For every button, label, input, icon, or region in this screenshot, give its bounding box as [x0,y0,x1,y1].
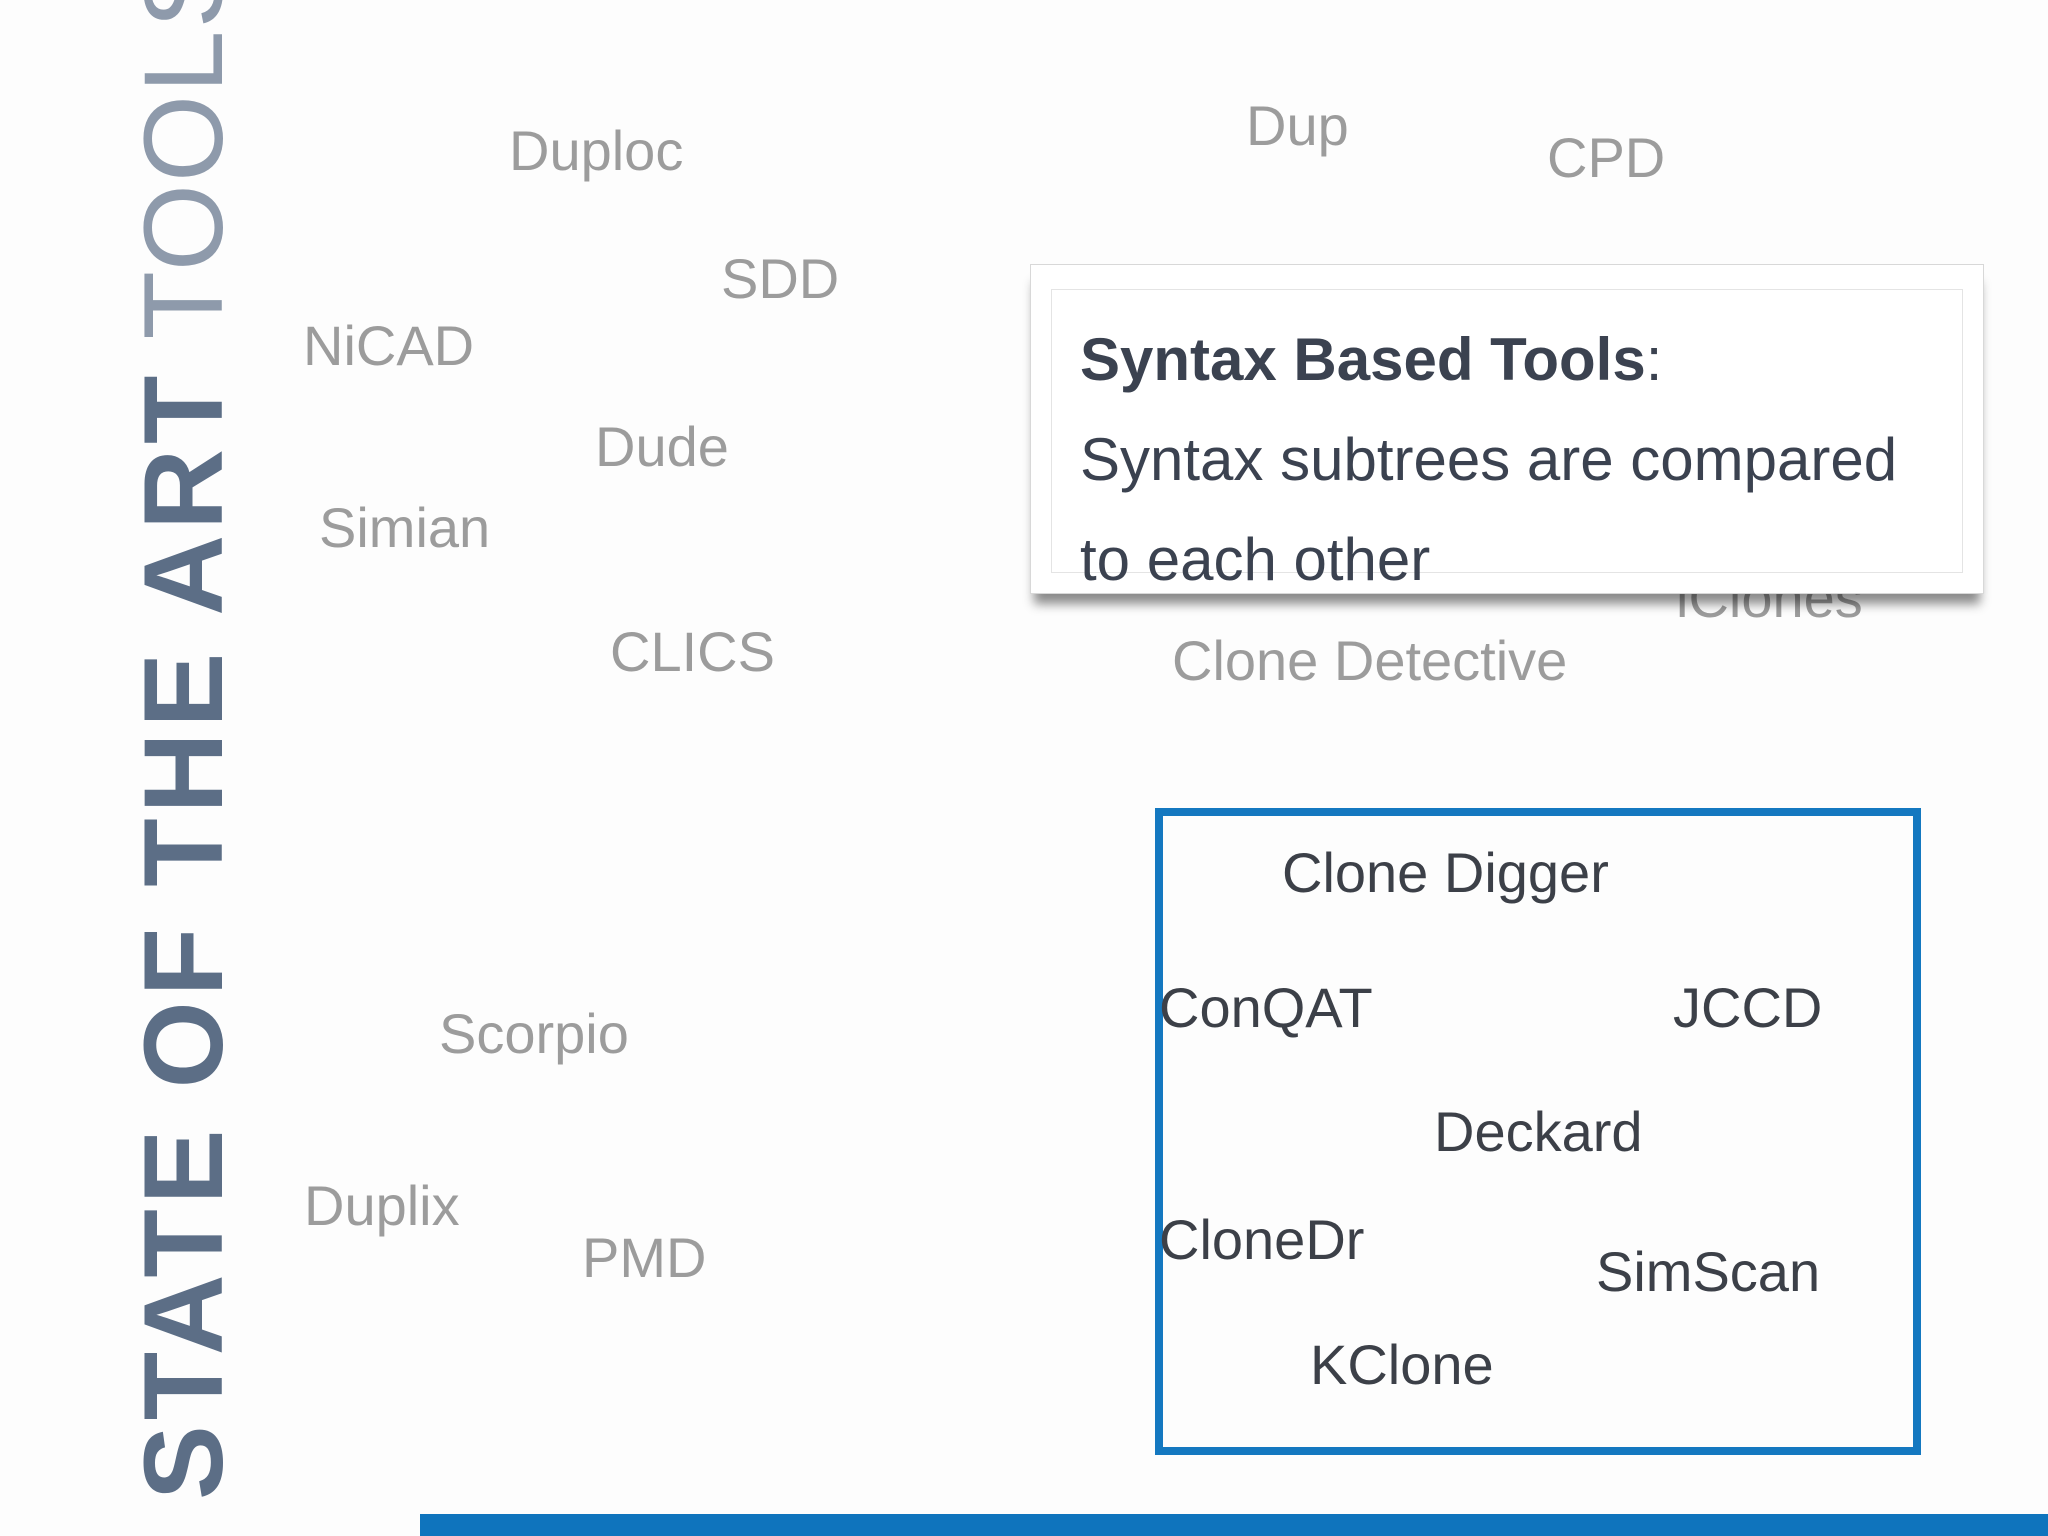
slide-title: STATE OF THE ART TOOLS [121,0,246,1500]
tool-pmd: PMD [582,1226,707,1289]
tool-dude: Dude [595,415,729,478]
callout-heading: Syntax Based Tools: [1080,310,1962,410]
tool-jccd: JCCD [1673,976,1823,1039]
tool-deckard: Deckard [1434,1100,1643,1163]
tool-dup: Dup [1246,94,1349,157]
syntax-tools-callout: Syntax Based Tools: Syntax subtrees are … [1030,264,1984,594]
callout-line-1: Syntax subtrees are compared [1080,426,1898,493]
tool-clone-detective: Clone Detective [1172,629,1568,692]
tool-simian: Simian [319,496,491,559]
tool-scorpio: Scorpio [439,1002,629,1065]
tool-kclone: KClone [1310,1333,1494,1396]
slide-title-light: TOOLS [121,0,246,340]
callout-body: Syntax Based Tools: Syntax subtrees are … [1051,289,1963,593]
tool-clonedr: CloneDr [1159,1208,1365,1271]
tool-nicad: NiCAD [303,314,475,377]
slide-title-strong: STATE OF THE ART [121,370,246,1500]
tool-simscan: SimScan [1596,1240,1821,1303]
callout-line-2: to each other [1080,526,1431,593]
tool-clone-digger: Clone Digger [1282,841,1609,904]
tool-cpd: CPD [1547,126,1666,189]
callout-title: Syntax Based Tools [1080,326,1646,393]
callout-colon: : [1645,326,1663,393]
bottom-accent-bar [420,1514,2048,1536]
syntax-tools-highlight-box [1155,808,1921,1455]
tool-clics: CLICS [610,620,775,683]
tool-duplix: Duplix [304,1174,460,1237]
tool-duploc: Duploc [509,119,684,182]
tool-conqat: ConQAT [1159,976,1373,1039]
tool-sdd: SDD [721,247,840,310]
